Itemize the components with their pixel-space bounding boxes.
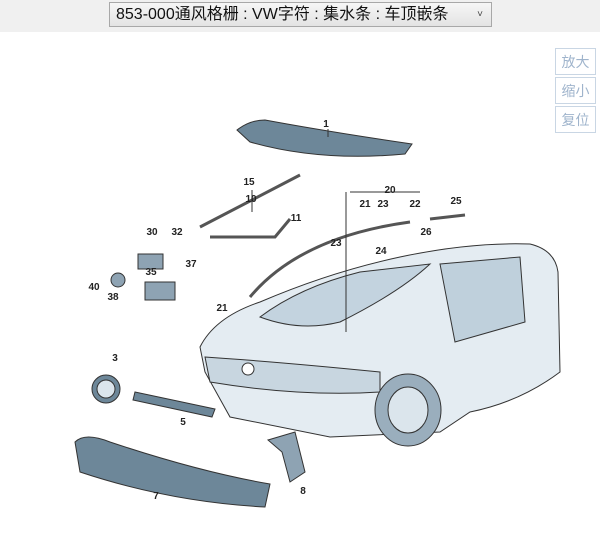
part-label-5[interactable]: 5 (180, 417, 186, 428)
vw-emblem-on-car (241, 362, 255, 376)
part-label-21[interactable]: 21 (216, 303, 228, 314)
part-label-23[interactable]: 23 (330, 238, 342, 249)
part-label-10[interactable]: 10 (245, 194, 257, 205)
roof-spoiler-part (236, 119, 413, 157)
part-label-37[interactable]: 37 (185, 259, 197, 270)
side-window (439, 256, 526, 343)
reset-button[interactable]: 复位 (555, 106, 596, 133)
lower-grille-7 (74, 436, 271, 508)
part-label-35[interactable]: 35 (145, 267, 157, 278)
bracket-8 (266, 431, 306, 483)
roof-moulding-15 (199, 173, 301, 229)
part-label-7[interactable]: 7 (153, 491, 159, 502)
part-label-32[interactable]: 32 (171, 227, 183, 238)
part-label-20[interactable]: 20 (384, 185, 396, 196)
part-30 (137, 253, 164, 270)
part-label-25[interactable]: 25 (450, 196, 462, 207)
diagram-select[interactable]: 853-000通风格栅 : VW字符 : 集水条 : 车顶嵌条 ˅ (109, 2, 492, 27)
trim-strip-5 (132, 391, 216, 418)
roof-moulding-21 (248, 220, 411, 298)
part-35 (144, 281, 176, 301)
part-label-3[interactable]: 3 (112, 353, 118, 364)
zoom-out-button[interactable]: 缩小 (555, 77, 596, 104)
zoom-in-button[interactable]: 放大 (555, 48, 596, 75)
part-label-26[interactable]: 26 (420, 227, 432, 238)
part-label-1[interactable]: 1 (323, 119, 329, 130)
part-label-40[interactable]: 40 (88, 282, 100, 293)
part-label-11[interactable]: 11 (291, 213, 302, 224)
part-40 (110, 272, 126, 288)
part-label-8[interactable]: 8 (300, 486, 306, 497)
zoom-controls: 放大 缩小 复位 (555, 48, 596, 135)
wheel-rim (387, 386, 429, 434)
part-label-22[interactable]: 22 (409, 199, 421, 210)
part-label-23[interactable]: 23 (377, 199, 389, 210)
part-label-15[interactable]: 15 (243, 177, 255, 188)
roof-moulding-10 (210, 218, 292, 239)
car-illustration (74, 119, 561, 508)
leader-lines (251, 129, 420, 332)
part-label-38[interactable]: 38 (107, 292, 119, 303)
diagram-select-value: 853-000通风格栅 : VW字符 : 集水条 : 车顶嵌条 (116, 6, 449, 23)
part-label-21[interactable]: 21 (359, 199, 371, 210)
toolbar: 853-000通风格栅 : VW字符 : 集水条 : 车顶嵌条 ˅ (0, 0, 600, 32)
part-label-30[interactable]: 30 (146, 227, 158, 238)
chevron-down-icon: ˅ (477, 9, 483, 20)
part-label-24[interactable]: 24 (375, 246, 387, 257)
vw-badge-inner (96, 379, 116, 399)
windshield (258, 263, 432, 327)
moulding-25 (429, 213, 466, 221)
